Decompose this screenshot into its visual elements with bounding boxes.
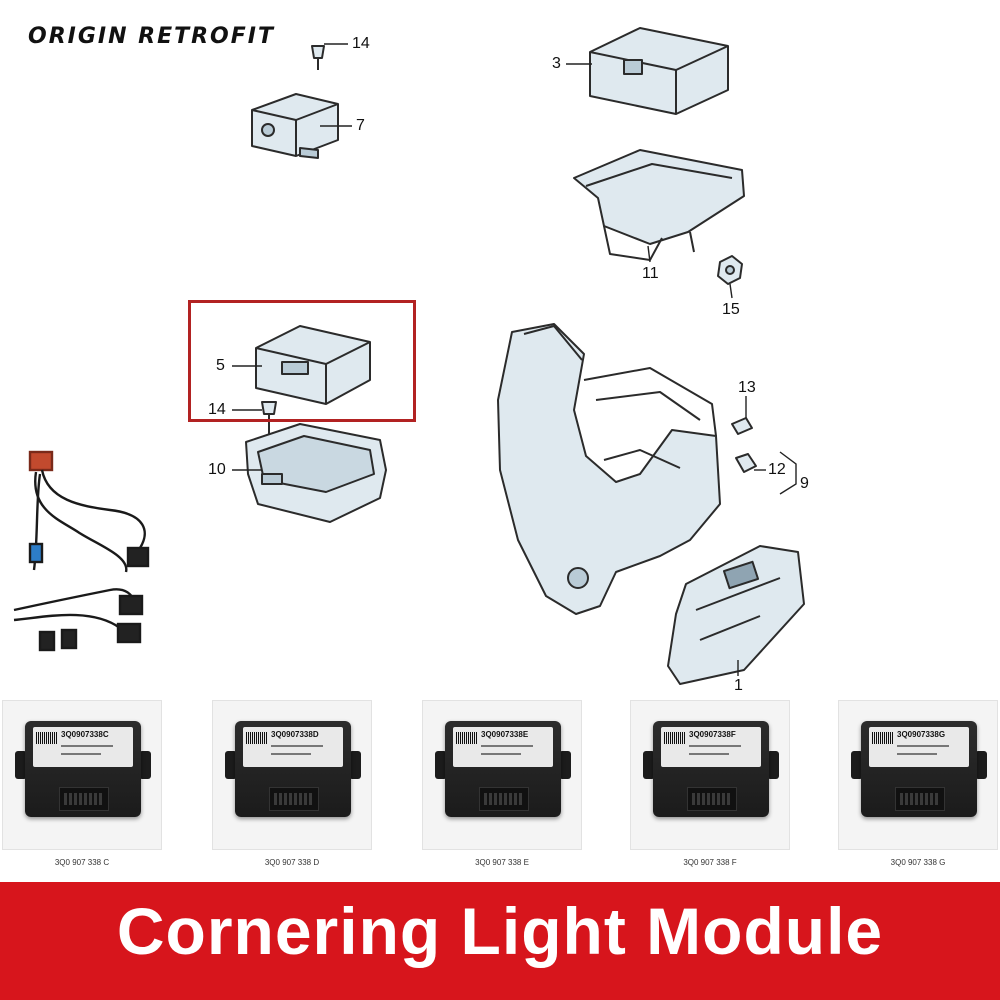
callout-13: 13 (738, 379, 756, 396)
product-photo-e: 3Q0907338E (422, 700, 582, 850)
product-photo-c: 3Q0907338C (2, 700, 162, 850)
part-9-housing (497, 323, 721, 615)
part-13-screw (731, 417, 753, 435)
callout-10: 10 (208, 461, 226, 478)
part-14-screw-mid (261, 401, 277, 436)
product-photo-f: 3Q0907338F (630, 700, 790, 850)
cable-harness (13, 450, 150, 652)
part-7-block (251, 93, 339, 159)
callout-12: 12 (768, 461, 786, 478)
part-5-module (255, 325, 371, 405)
product-caption-f: 3Q0 907 338 F (683, 858, 737, 867)
product-photo-d: 3Q0907338D (212, 700, 372, 850)
product-sticker-d: 3Q0907338D (271, 730, 319, 739)
callout-15: 15 (722, 301, 740, 318)
callout-7: 7 (356, 117, 365, 134)
callout-14-top: 14 (352, 35, 370, 52)
product-sticker-g: 3Q0907338G (897, 730, 946, 739)
product-caption-d: 3Q0 907 338 D (264, 858, 320, 867)
callout-5: 5 (216, 357, 225, 374)
banner-title: Cornering Light Module (116, 894, 884, 968)
product-sticker-f: 3Q0907338F (689, 730, 736, 739)
part-15-nut (717, 255, 743, 285)
callout-14-mid: 14 (208, 401, 226, 418)
product-caption-c: 3Q0 907 338 C (54, 858, 110, 867)
callout-1: 1 (734, 677, 743, 694)
title-banner (0, 882, 1000, 1000)
part-5-highlight-frame (188, 300, 416, 422)
product-sticker-c: 3Q0907338C (61, 730, 109, 739)
part-12-clip (735, 453, 757, 473)
part-11-bracket (573, 149, 745, 261)
callout-3: 3 (552, 55, 561, 72)
exploded-parts-diagram (13, 27, 805, 685)
part-3-control-unit (589, 27, 729, 115)
brand-logo: ORIGIN RETROFIT (28, 24, 275, 49)
product-sticker-e: 3Q0907338E (481, 730, 529, 739)
product-caption-g: 3Q0 907 338 G (890, 858, 946, 867)
callout-9: 9 (800, 475, 809, 492)
product-caption-e: 3Q0 907 338 E (475, 858, 529, 867)
part-1-module (667, 545, 805, 685)
part-14-screw-top (311, 45, 325, 70)
callout-11: 11 (642, 265, 659, 282)
part-10-tray (245, 423, 387, 523)
product-photo-g: 3Q0907338G (838, 700, 998, 850)
